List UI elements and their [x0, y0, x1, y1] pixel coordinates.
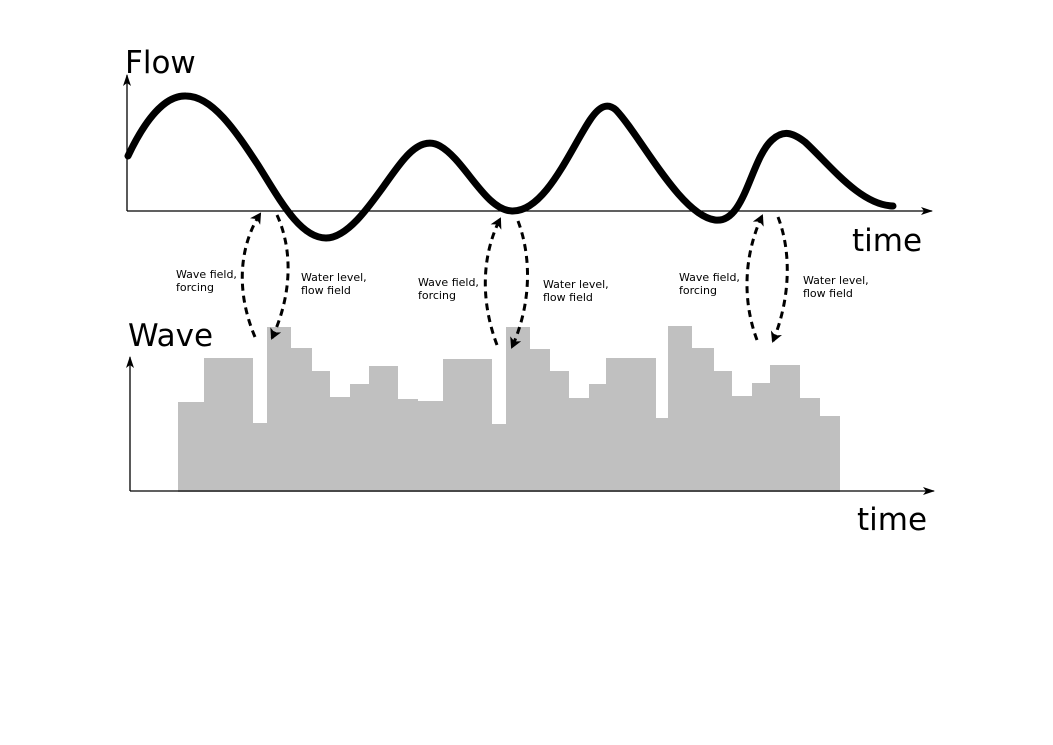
wave-bar [418, 401, 443, 492]
wave-bar [770, 365, 800, 492]
forcing-arrow [745, 214, 764, 341]
wave-y-label: Wave [128, 318, 213, 354]
coupling-3: Wave field, forcing Water level, flow fi… [679, 214, 872, 343]
feedback-arrow [510, 220, 529, 349]
wave-bar [550, 371, 569, 492]
wave-bar [443, 359, 492, 492]
wave-bar [820, 416, 840, 492]
wave-bar [312, 371, 330, 492]
forcing-label: Wave field, forcing [418, 276, 482, 302]
feedback-label: Water level, flow field [543, 278, 612, 304]
wave-bar [330, 397, 350, 492]
feedback-label: Water level, flow field [301, 271, 370, 297]
wave-bar [714, 371, 732, 492]
feedback-arrow [270, 214, 290, 340]
wave-panel: Wave time [126, 318, 935, 538]
wave-x-label: time [857, 502, 927, 538]
wave-bar [253, 423, 267, 492]
flow-x-label: time [852, 223, 922, 259]
forcing-arrow [240, 212, 262, 338]
wave-bar [569, 398, 589, 492]
wave-bar [668, 326, 692, 492]
wave-bar [656, 418, 668, 492]
wave-bar [800, 398, 820, 492]
wave-bar [204, 358, 253, 492]
wave-bar [606, 358, 656, 492]
forcing-label: Wave field, forcing [679, 271, 743, 297]
wave-bar [178, 402, 204, 492]
wave-bar [530, 349, 550, 492]
forcing-arrow [483, 217, 502, 346]
wave-bars [178, 326, 840, 492]
wave-bar [492, 424, 506, 492]
flow-y-label: Flow [125, 45, 196, 81]
coupling-2: Wave field, forcing Water level, flow fi… [418, 217, 612, 349]
wave-bar [589, 384, 606, 492]
wave-bar [506, 327, 530, 492]
flow-curve [124, 92, 897, 242]
wave-bar [732, 396, 752, 492]
feedback-label: Water level, flow field [803, 274, 872, 300]
wave-bar [350, 384, 369, 492]
flow-panel: Flow time [123, 45, 933, 259]
forcing-label: Wave field, forcing [176, 268, 240, 294]
wave-bar [752, 383, 770, 492]
feedback-arrow [770, 216, 789, 343]
wave-bar [267, 327, 291, 492]
wave-bar [369, 366, 398, 492]
wave-bar [692, 348, 714, 492]
wave-bar [291, 348, 312, 492]
coupling-1: Wave field, forcing Water level, flow fi… [176, 212, 370, 340]
wave-bar [398, 399, 418, 492]
